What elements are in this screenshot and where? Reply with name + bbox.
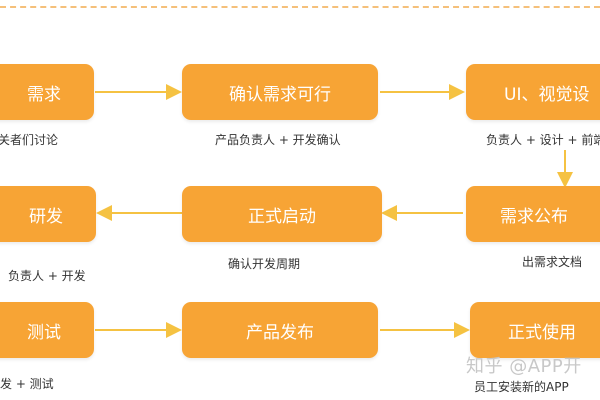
node-requirement-label: 需求 [27, 84, 61, 105]
node-official-start-label: 正式启动 [248, 206, 316, 227]
watermark: 知乎 @APP开 [466, 356, 582, 377]
node-publish-requirement-label: 需求公布 [500, 206, 568, 227]
node-development-label: 研发 [29, 206, 63, 227]
node-testing-label: 测试 [27, 322, 61, 343]
node-publish-requirement-caption: 出需求文档 [522, 255, 583, 269]
node-development-caption: 负责人 + 开发 [8, 269, 86, 283]
node-testing-caption: 发 + 测试 [0, 377, 54, 391]
node-publish-requirement: 需求公布 [466, 186, 600, 242]
node-ui-design-label: UI、视觉设 [504, 84, 590, 105]
top-dashed-border [0, 6, 600, 8]
node-requirement-caption: 关者们讨论 [0, 133, 59, 147]
node-official-start: 正式启动 [182, 186, 382, 242]
node-confirm-feasible-label: 确认需求可行 [229, 84, 331, 105]
node-product-release-label: 产品发布 [246, 322, 314, 343]
node-official-start-caption: 确认开发周期 [228, 257, 301, 271]
node-ui-design: UI、视觉设 [466, 64, 600, 120]
node-confirm-feasible-caption: 产品负责人 + 开发确认 [215, 133, 341, 147]
node-testing: 测试 [0, 302, 94, 358]
node-product-release: 产品发布 [182, 302, 378, 358]
node-official-use: 正式使用 [470, 302, 600, 358]
node-ui-design-caption: 负责人 + 设计 + 前端 [486, 133, 600, 147]
node-development: 研发 [0, 186, 96, 242]
node-requirement: 需求 [0, 64, 94, 120]
node-official-use-caption: 员工安装新的APP [474, 380, 569, 394]
node-official-use-label: 正式使用 [508, 322, 576, 343]
node-confirm-feasible: 确认需求可行 [182, 64, 378, 120]
